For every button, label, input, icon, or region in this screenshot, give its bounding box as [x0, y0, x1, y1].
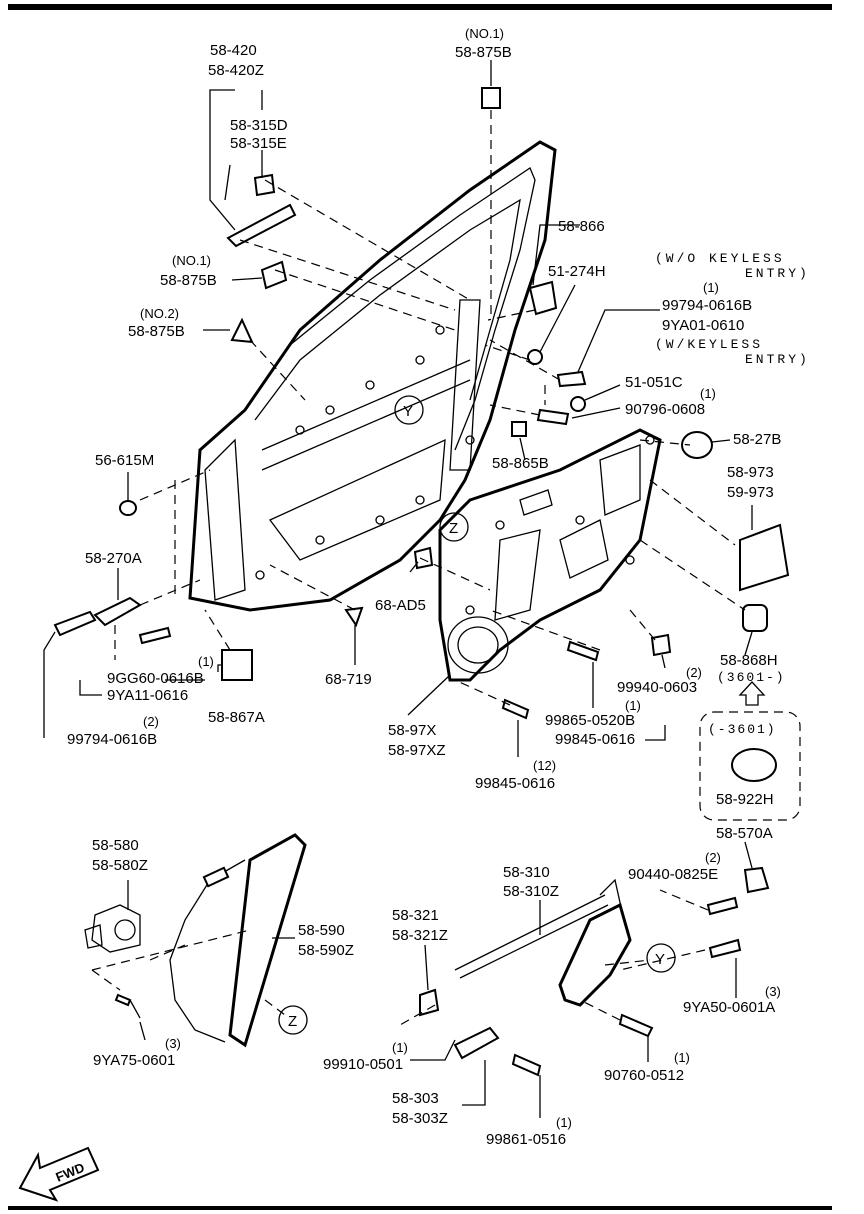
label-qty-12: (12)	[533, 758, 556, 773]
label-58-867a: 58-867A	[208, 709, 265, 726]
label-no1-mid: (NO.1)	[172, 253, 211, 268]
label-90760-0512: 90760-0512	[604, 1067, 684, 1084]
label-58-580z: 58-580Z	[92, 857, 148, 874]
label-y-top: Y	[403, 403, 413, 420]
label-58-590: 58-590	[298, 922, 345, 939]
label-58-865b: 58-865B	[492, 455, 549, 472]
label-qty-2-b: (2)	[686, 665, 702, 680]
bottom-border	[8, 1206, 832, 1210]
label-58-590z: 58-590Z	[298, 942, 354, 959]
label-99865-0520b: 99865-0520B	[545, 712, 635, 729]
label-58-570a: 58-570A	[716, 825, 773, 842]
label-59-973: 59-973	[727, 484, 774, 501]
label-58-27b: 58-27B	[733, 431, 781, 448]
label-90796-0608: 90796-0608	[625, 401, 705, 418]
label-58-321: 58-321	[392, 907, 439, 924]
label-qty-1-d: (1)	[625, 698, 641, 713]
label-y-bottom: Y	[655, 951, 665, 968]
label-9ya50-0601a: 9YA50-0601A	[683, 999, 775, 1016]
label-qty-3-b: (3)	[765, 984, 781, 999]
label-58-973: 58-973	[727, 464, 774, 481]
label-z-top: Z	[449, 520, 458, 537]
label-56-615m: 56-615M	[95, 452, 154, 469]
label-9ya01-0610: 9YA01-0610	[662, 317, 744, 334]
label-z-bottom: Z	[288, 1013, 297, 1030]
label-entry-2: ENTRY)	[745, 352, 810, 367]
label-58-420: 58-420	[210, 42, 257, 59]
label-68-ad5: 68-AD5	[375, 597, 426, 614]
callout-z-circle-bottom	[278, 1005, 308, 1035]
label-range-3601-to: (-3601)	[708, 722, 777, 737]
label-58-270a: 58-270A	[85, 550, 142, 567]
label-58-868h: 58-868H	[720, 652, 778, 669]
variant-box	[699, 711, 801, 821]
label-58-321z: 58-321Z	[392, 927, 448, 944]
label-9ya11-0616: 9YA11-0616	[107, 687, 188, 704]
label-qty-1-c: (1)	[198, 654, 214, 669]
label-wo-keyless: (W/O KEYLESS	[655, 251, 785, 266]
label-58-875b-top: 58-875B	[455, 44, 512, 61]
label-qty-1-b: (1)	[700, 386, 716, 401]
label-58-866: 58-866	[558, 218, 605, 235]
label-qty-1-e: (1)	[392, 1040, 408, 1055]
label-99910-0501: 99910-0501	[323, 1056, 403, 1073]
label-99794-0616b-b: 99794-0616B	[67, 731, 157, 748]
door-lock-assembly	[419, 866, 770, 1060]
label-9gg60-0616b: 9GG60-0616B	[107, 670, 204, 687]
leader-lines	[43, 60, 753, 1118]
label-99794-0616b-a: 99794-0616B	[662, 297, 752, 314]
label-58-580: 58-580	[92, 837, 139, 854]
label-58-310: 58-310	[503, 864, 550, 881]
window-regulator	[84, 833, 307, 1048]
label-68-719: 68-719	[325, 671, 372, 688]
label-51-051c: 51-051C	[625, 374, 683, 391]
label-qty-3-a: (3)	[165, 1036, 181, 1051]
label-no1-top: (NO.1)	[465, 26, 504, 41]
label-no2: (NO.2)	[140, 306, 179, 321]
label-51-274h: 51-274H	[548, 263, 606, 280]
label-99940-0603: 99940-0603	[617, 679, 697, 696]
label-99845-0616-a: 99845-0616	[555, 731, 635, 748]
label-99861-0516: 99861-0516	[486, 1131, 566, 1148]
label-qty-2-a: (2)	[143, 714, 159, 729]
label-qty-2-c: (2)	[705, 850, 721, 865]
top-border	[8, 4, 832, 10]
callout-y-circle-top	[394, 395, 424, 425]
label-9ya75-0601: 9YA75-0601	[93, 1052, 175, 1069]
fwd-arrow	[18, 1146, 100, 1202]
label-range-3601-from: (3601-)	[717, 670, 786, 685]
label-58-420z: 58-420Z	[208, 62, 264, 79]
label-entry-1: ENTRY)	[745, 266, 810, 281]
label-58-875b-low: 58-875B	[128, 323, 185, 340]
label-58-310z: 58-310Z	[503, 883, 559, 900]
label-qty-1-a: (1)	[703, 280, 719, 295]
part-labels: 58-420 58-420Z 58-315D 58-315E (NO.1) 58…	[54, 26, 810, 1185]
label-58-922h: 58-922H	[716, 791, 774, 808]
label-58-315d: 58-315D	[230, 117, 288, 134]
variant-arrow	[738, 681, 766, 706]
callout-y-circle-bottom	[646, 943, 676, 973]
door-shell	[188, 140, 557, 612]
label-58-875b-mid: 58-875B	[160, 272, 217, 289]
label-99845-0616-b: 99845-0616	[475, 775, 555, 792]
label-58-315e: 58-315E	[230, 135, 287, 152]
label-58-97x: 58-97X	[388, 722, 436, 739]
label-qty-1-f: (1)	[674, 1050, 690, 1065]
inner-trim-panel	[438, 428, 662, 682]
label-90440-0825e: 90440-0825E	[628, 866, 718, 883]
label-58-303: 58-303	[392, 1090, 439, 1107]
label-58-303z: 58-303Z	[392, 1110, 448, 1127]
callout-z-circle-top	[439, 512, 469, 542]
label-qty-1-g: (1)	[556, 1115, 572, 1130]
label-w-keyless: (W/KEYLESS	[655, 337, 763, 352]
label-58-97xz: 58-97XZ	[388, 742, 446, 759]
